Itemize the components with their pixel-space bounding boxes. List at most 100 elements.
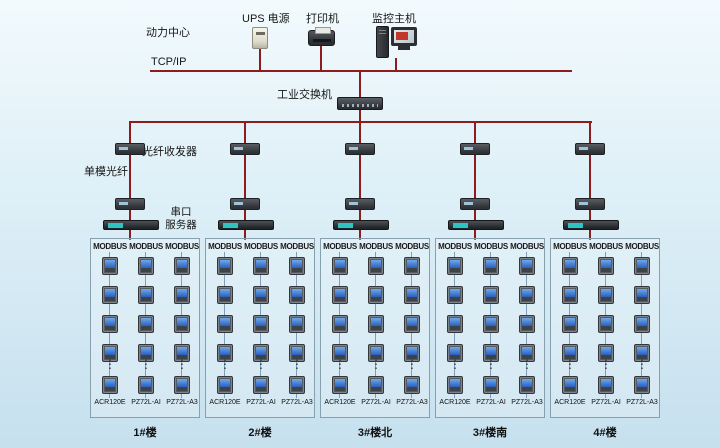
power-meter-icon [447, 376, 463, 394]
meter-keys [256, 326, 266, 330]
meter-screen [486, 260, 496, 268]
building-label: 1#楼 [133, 427, 157, 439]
meter-screen [565, 347, 575, 355]
power-meter-icon [519, 257, 535, 275]
meter-keys [601, 297, 611, 301]
meter-keys [371, 326, 381, 330]
fiber-transceiver-icon [345, 143, 375, 155]
power-meter-icon [483, 315, 499, 333]
meter-keys [450, 297, 460, 301]
power-meter-icon [368, 257, 384, 275]
host-link-line [395, 58, 397, 71]
modbus-column: MODBUS⋮ACR120E [92, 239, 128, 419]
meter-keys [105, 387, 115, 391]
serial-server-label-line2: 服务器 [165, 219, 197, 231]
meter-keys [220, 355, 230, 359]
power-meter-icon [562, 315, 578, 333]
server-screen [453, 223, 468, 228]
switch-downlink-line [359, 110, 361, 122]
power-meter-icon [634, 315, 650, 333]
power-meter-icon [634, 376, 650, 394]
industrial-switch-icon [337, 97, 383, 110]
meter-screen [407, 260, 417, 268]
server-screen [223, 223, 238, 228]
power-meter-icon [289, 286, 305, 304]
fiber-transceiver-icon [575, 198, 605, 210]
meter-keys [522, 326, 532, 330]
meter-model-label: ACR120E [94, 399, 126, 406]
power-meter-icon [217, 286, 233, 304]
meter-keys [637, 326, 647, 330]
modbus-bus-label: MODBUS [280, 242, 314, 251]
meter-keys [371, 355, 381, 359]
meter-keys [220, 297, 230, 301]
meter-keys [141, 326, 151, 330]
meter-keys [637, 268, 647, 272]
meter-keys [105, 297, 115, 301]
meter-keys [522, 297, 532, 301]
meter-screen [292, 260, 302, 268]
meter-keys [407, 355, 417, 359]
power-meter-icon [174, 376, 190, 394]
meter-screen [522, 347, 532, 355]
meter-keys [486, 297, 496, 301]
meter-screen [522, 379, 532, 387]
modbus-bus-label: MODBUS [438, 242, 472, 251]
meter-keys [371, 268, 381, 272]
fiber-link-line [474, 122, 476, 240]
fiber-transceiver-icon [115, 143, 145, 155]
power-meter-icon [332, 315, 348, 333]
single-mode-fiber-label: 单模光纤 [84, 166, 128, 178]
power-meter-icon [404, 376, 420, 394]
meter-keys [486, 326, 496, 330]
power-meter-icon [138, 344, 154, 362]
meter-screen [371, 347, 381, 355]
modbus-bus-label: MODBUS [208, 242, 242, 251]
meter-keys [522, 268, 532, 272]
power-meter-icon [253, 286, 269, 304]
power-meter-icon [447, 286, 463, 304]
serial-server-icon [563, 220, 619, 230]
server-screen [108, 223, 123, 228]
meter-screen [601, 289, 611, 297]
meter-model-label: ACR120E [554, 399, 586, 406]
meter-screen [105, 347, 115, 355]
meter-screen [486, 289, 496, 297]
meter-screen [141, 379, 151, 387]
power-meter-icon [634, 344, 650, 362]
meter-screen [292, 318, 302, 326]
meter-screen [565, 260, 575, 268]
meter-keys [141, 355, 151, 359]
meter-screen [105, 318, 115, 326]
meter-keys [335, 355, 345, 359]
fiber-transceiver-icon [460, 198, 490, 210]
meter-screen [256, 260, 266, 268]
meter-screen [637, 260, 647, 268]
power-meter-icon [102, 376, 118, 394]
meter-keys [220, 268, 230, 272]
power-meter-icon [174, 315, 190, 333]
meter-screen [371, 318, 381, 326]
meter-keys [292, 355, 302, 359]
tcpip-bus-line [150, 70, 572, 72]
power-meter-icon [447, 344, 463, 362]
power-meter-icon [562, 257, 578, 275]
power-meter-icon [519, 315, 535, 333]
modbus-column: MODBUS⋮PZ72L-AI [128, 239, 164, 419]
power-meter-icon [483, 257, 499, 275]
meter-keys [565, 268, 575, 272]
power-meter-icon [289, 257, 305, 275]
meter-screen [335, 379, 345, 387]
meter-screen [450, 347, 460, 355]
meter-keys [105, 268, 115, 272]
power-meter-icon [598, 257, 614, 275]
meter-model-label: ACR120E [439, 399, 471, 406]
meter-model-label: ACR120E [324, 399, 356, 406]
fiber-transceiver-label: 光纤收发器 [142, 146, 197, 158]
meter-screen [335, 260, 345, 268]
